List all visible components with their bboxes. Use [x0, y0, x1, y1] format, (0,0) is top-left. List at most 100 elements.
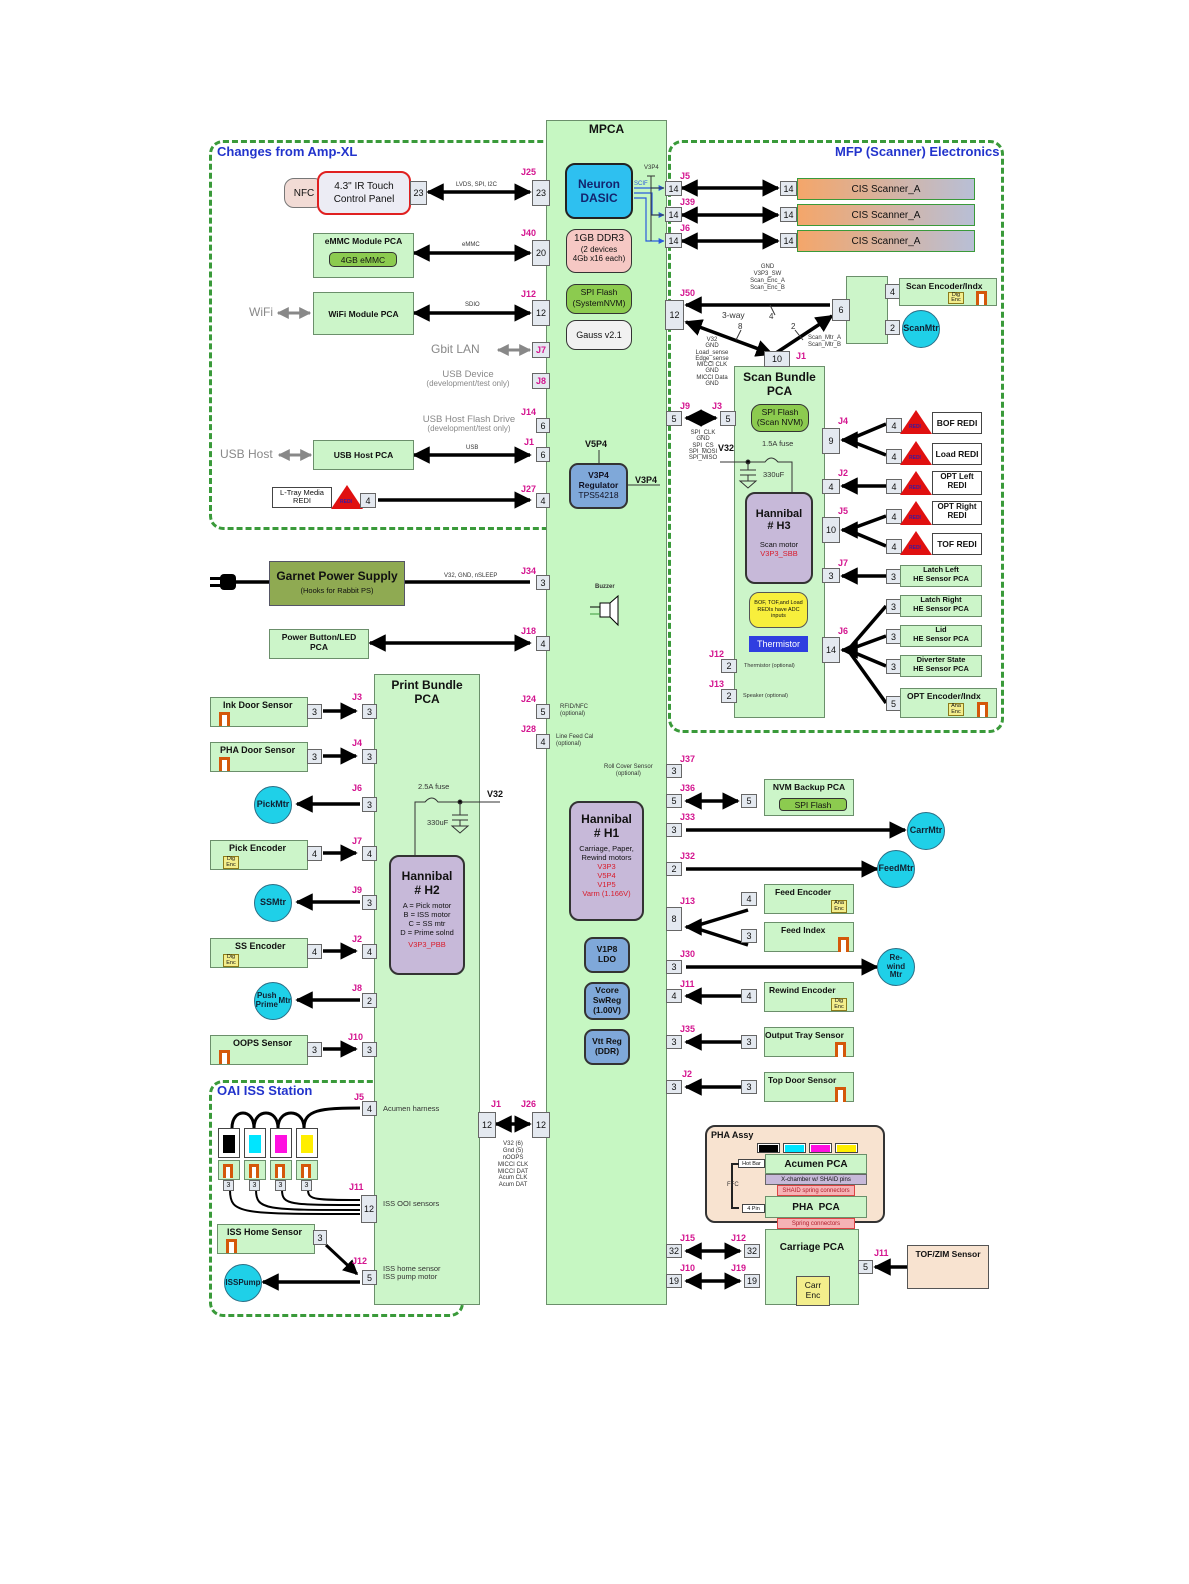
ffc-cable	[731, 1163, 739, 1209]
scan-j12-desc: Thermistor (optional)	[744, 663, 795, 669]
print-bundle-title-1: Print Bundle	[391, 678, 463, 692]
pha-pca: PHA PCA	[765, 1196, 867, 1218]
vtt-line2: (DDR)	[594, 1046, 620, 1056]
j14-label: J14	[521, 407, 537, 417]
power-button-led-pca: Power Button/LED PCA	[269, 629, 369, 659]
feed-enc-chip: Ana Enc	[831, 900, 847, 913]
thermistor: Thermistor	[749, 636, 808, 652]
mtr-bus-signals: Scan_Mtr_A Scan_Mtr_B	[808, 335, 841, 349]
cartridge-sensor-m-icon	[275, 1164, 285, 1178]
h2-b: B = ISS motor	[403, 910, 451, 919]
rewind-line3: Mtr	[889, 970, 903, 980]
j27-label: J27	[521, 484, 537, 494]
bridge-signal: MICCI DAT	[497, 1168, 529, 1175]
bus-upper-signals: GND V3P3_SW Scan_Enc_A Scan_Enc_B	[745, 264, 790, 292]
ss-encoder-chip: Dig Enc	[223, 954, 239, 967]
scan-j13-desc: Speaker (optional)	[743, 693, 788, 699]
carriage-j11-label: J11	[874, 1248, 889, 1258]
h1-title-2: # H1	[593, 826, 620, 840]
scan-j12-label: J12	[709, 649, 725, 659]
acumen-pca: Acumen PCA	[765, 1154, 867, 1174]
cartridge-y	[296, 1128, 318, 1158]
region-title-mfp: MFP (Scanner) Electronics	[835, 144, 1000, 159]
pb-j6-label: J6	[352, 783, 363, 793]
scan-j9-connector: 5	[666, 411, 682, 426]
bus-lower-signal: Load_sense	[695, 349, 729, 356]
scan-cap-label: 330uF	[763, 470, 785, 479]
ffc-label: FFC	[727, 1182, 739, 1188]
feed-idx-icon	[838, 937, 849, 952]
usb-flash-line1: USB Host Flash Drive	[422, 414, 516, 425]
cartridge-sensor-c	[244, 1160, 266, 1180]
lid-line2: HE Sensor PCA	[913, 633, 969, 643]
bus-lower-signal: V32	[706, 337, 718, 343]
usb-bus-label: USB	[466, 445, 479, 451]
j35-jlabel: J35	[680, 1024, 696, 1034]
scan-mtr-line1: Scan	[903, 323, 925, 334]
j24-label: RFID/NFC (optional)	[560, 704, 588, 718]
cartridge-y-swatch	[301, 1135, 313, 1153]
pha-door-connector: 3	[307, 749, 322, 764]
j24-label-2: (optional)	[560, 710, 586, 717]
cartridge-sensor-k-icon	[223, 1164, 233, 1178]
pb-j10-connector: 3	[362, 1042, 377, 1057]
pick-motor-label-1: Pick	[256, 799, 276, 810]
vcore-line1: Vcore	[595, 985, 619, 996]
scan-j6-label: J6	[838, 626, 849, 636]
oai-j11-label: J11	[349, 1182, 364, 1192]
bus-upper-signal: V3P3_SW	[753, 270, 782, 277]
bus-upper-count: 4	[769, 312, 774, 321]
pb-j4-connector: 3	[362, 749, 377, 764]
oops-connector: 3	[307, 1042, 322, 1057]
hannibal-h2: Hannibal # H2 A = Pick motor B = ISS mot…	[389, 855, 465, 975]
opt-enc-label: OPT Encoder/Indx	[907, 691, 981, 701]
j2-connector: 3	[666, 1080, 682, 1094]
oai-j11-connector: 12	[361, 1195, 377, 1223]
h2-title-1: Hannibal	[401, 869, 453, 883]
top-door-connector: 3	[741, 1080, 757, 1094]
pb-j7-connector: 4	[362, 846, 377, 861]
iss-home-sensor-icon	[226, 1239, 237, 1253]
scan-j13-connector: 2	[721, 689, 737, 703]
load-redi-icon	[900, 441, 932, 465]
ddr3-memory: 1GB DDR3 (2 devices 4Gb x16 each)	[566, 229, 632, 273]
j36-connector: 5	[666, 794, 682, 808]
h2-d: D = Prime solnd	[400, 928, 454, 937]
h1-desc-2: Rewind motors	[581, 853, 632, 862]
pb-j3-connector: 3	[362, 704, 377, 719]
load-redi: Load REDI	[932, 443, 982, 465]
pick-encoder-connector: 4	[307, 846, 322, 861]
scan-j2-connector: 4	[822, 479, 840, 494]
j33-connector: 3	[666, 823, 682, 837]
pick-motor-label-2: Mtr	[275, 799, 290, 810]
h1-rail-4: Varm (1.166V)	[582, 889, 631, 898]
gbit-lan-label: Gbit LAN	[431, 342, 480, 356]
carriage-j19-label: J19	[731, 1263, 747, 1273]
bridge-signal: V32 (6)	[503, 1141, 523, 1147]
j30-jlabel: J30	[680, 949, 696, 959]
h1-desc-1: Carriage, Paper,	[579, 844, 634, 853]
j25-connector: 23	[532, 180, 550, 206]
cartridge-sensor-y	[296, 1160, 318, 1180]
j12-label: J12	[521, 289, 537, 299]
pb-j9-connector: 3	[362, 895, 377, 910]
opt-enc-connector: 5	[886, 696, 901, 711]
print-bundle-title: Print Bundle PCA	[374, 678, 480, 707]
j37-label-2: (optional)	[615, 770, 641, 777]
cis-j39-connector: 14	[665, 207, 682, 222]
opt-left-redi-icon	[900, 471, 932, 495]
bus-upper-signal: Scan_Enc_B	[750, 284, 785, 291]
spi-bus-signal: SPI_CS	[692, 442, 714, 449]
oops-sensor-icon	[219, 1050, 230, 1064]
j50-label: J50	[680, 288, 696, 298]
bridge-signal: Acum DAT	[498, 1182, 528, 1189]
opt-right-redi-tag: REDI	[909, 515, 921, 521]
cartridge-m-swatch	[275, 1135, 287, 1153]
pb-j10-label: J10	[348, 1032, 364, 1042]
j27-connector: 4	[536, 493, 550, 508]
scan-j1-connector: 10	[764, 351, 790, 367]
scan-hub-connector: 6	[832, 299, 850, 321]
iss-home-connector: 3	[313, 1230, 327, 1245]
